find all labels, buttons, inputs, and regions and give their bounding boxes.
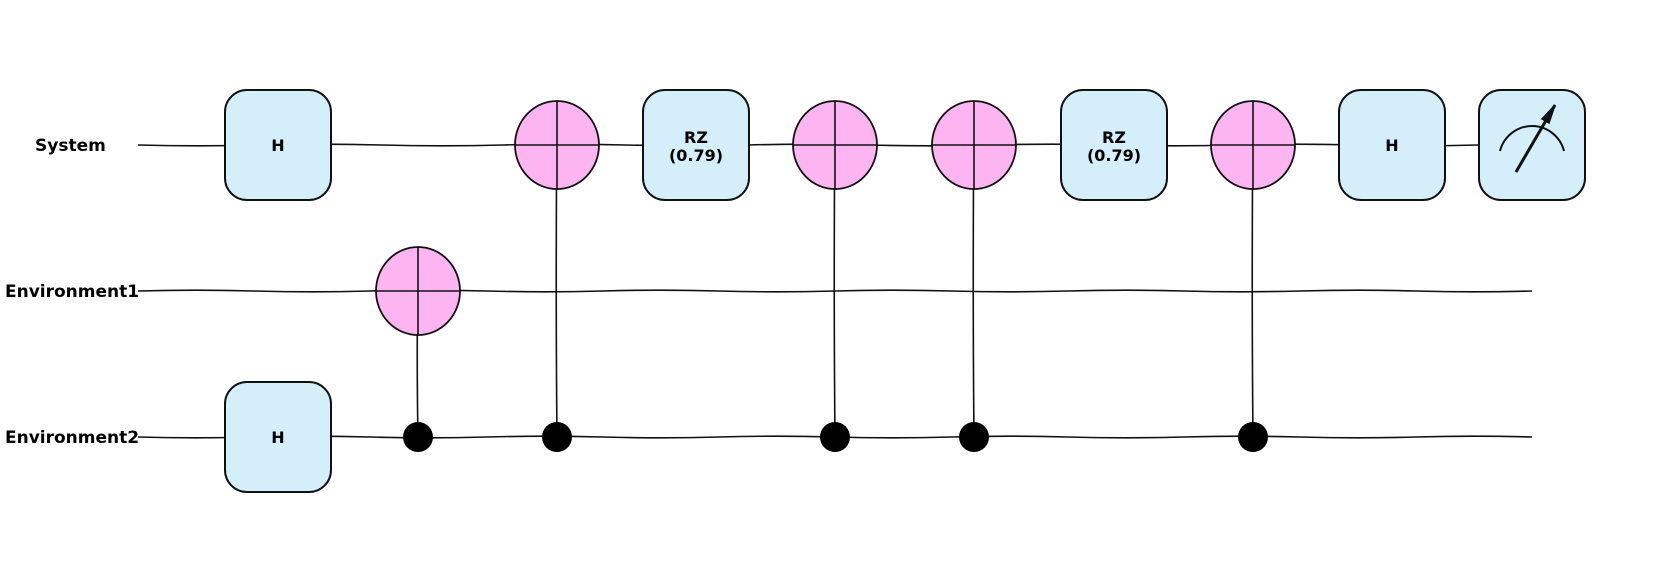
gate-rz: RZ(0.79) xyxy=(1060,89,1168,201)
gate-rz: RZ(0.79) xyxy=(642,89,750,201)
gate-box xyxy=(1338,89,1446,201)
cnot-control-dot xyxy=(1238,422,1268,452)
gate-box xyxy=(224,381,332,493)
cnot-gate xyxy=(931,100,1017,452)
cnot-control-dot xyxy=(542,422,572,452)
gate-h: H xyxy=(224,381,332,493)
gate-box xyxy=(642,89,750,201)
gate-param: (0.79) xyxy=(1087,146,1141,165)
gate-param: (0.79) xyxy=(669,146,723,165)
cnot-gate xyxy=(375,246,461,452)
cnot-plus xyxy=(1211,101,1295,189)
cnot-plus xyxy=(515,101,599,189)
gate-box xyxy=(224,89,332,201)
gate-h: H xyxy=(1338,89,1446,201)
cnot-plus xyxy=(376,247,460,335)
gate-h: H xyxy=(224,89,332,201)
measurement-gate xyxy=(1478,89,1586,201)
cnot-plus xyxy=(932,101,1016,189)
cnot-gate xyxy=(1210,100,1296,452)
qubit-label: Environment1 xyxy=(5,282,139,302)
cnot-gate xyxy=(514,100,600,452)
cnot-control-dot xyxy=(820,422,850,452)
gate-label: H xyxy=(271,136,284,155)
gate-label: RZ xyxy=(1102,128,1126,147)
cnot-control-dot xyxy=(959,422,989,452)
gate-box xyxy=(1060,89,1168,201)
gate-label: H xyxy=(1385,136,1398,155)
gate-label: RZ xyxy=(684,128,708,147)
qubit-label: Environment2 xyxy=(5,428,139,448)
cnot-plus xyxy=(793,101,877,189)
gate-label: H xyxy=(271,428,284,447)
meter-icon xyxy=(1499,104,1565,173)
cnot-control-dot xyxy=(403,422,433,452)
cnot-gate xyxy=(792,100,878,452)
qubit-label: System xyxy=(35,136,106,156)
